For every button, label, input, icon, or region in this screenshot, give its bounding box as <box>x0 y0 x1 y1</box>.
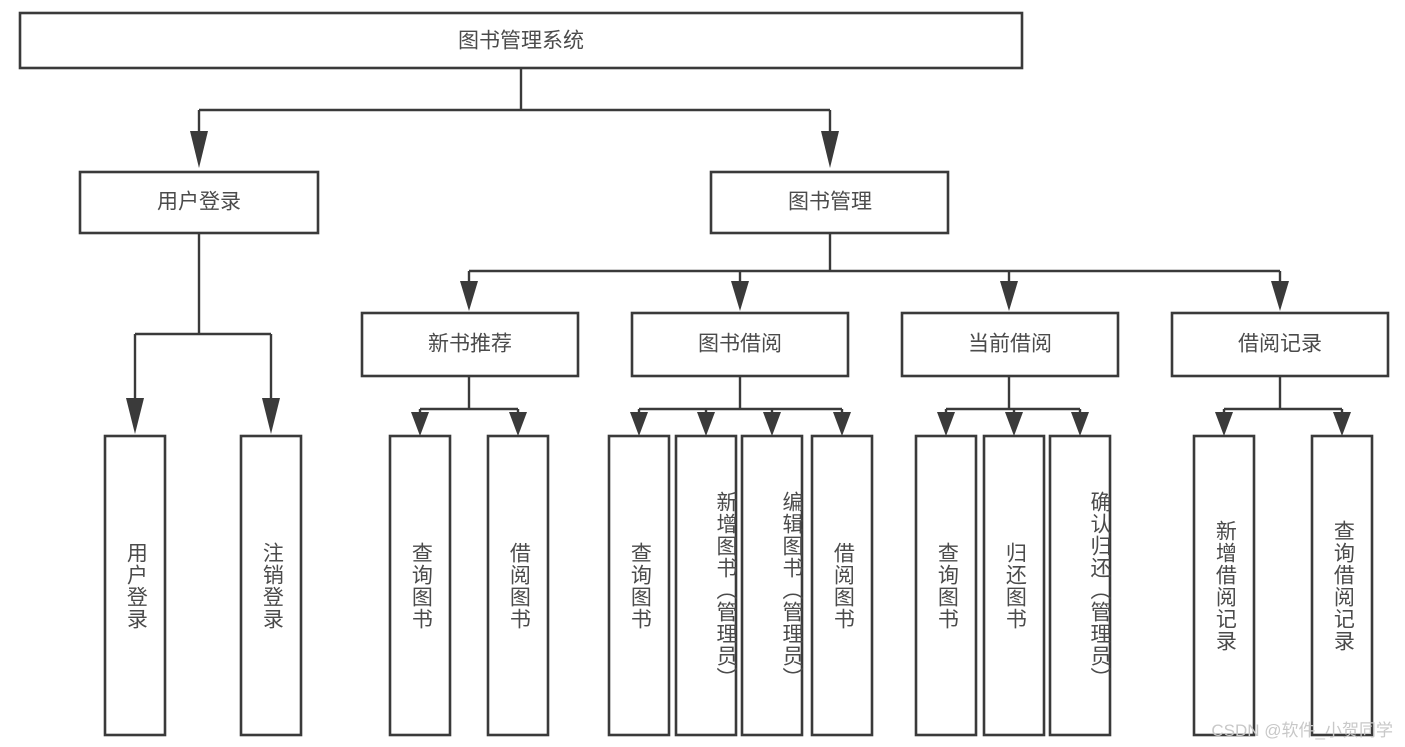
leaf-box-query-book-3[interactable] <box>914 434 978 737</box>
label-user-login: 用户登录 <box>157 191 241 214</box>
leaf-box-query-record[interactable] <box>1310 434 1374 737</box>
connector-group-book-mgmt <box>460 233 1289 311</box>
arrowhead-leaf-borrow-book-1 <box>509 412 527 436</box>
arrowhead-leaf-user-login <box>126 398 144 434</box>
arrowhead-leaf-add-record <box>1215 412 1233 436</box>
node-box-book-management[interactable] <box>709 170 950 235</box>
arrowhead-leaf-borrow-book-2 <box>833 412 851 436</box>
label-root: 图书管理系统 <box>458 30 584 53</box>
connector-group-user-login <box>126 233 280 434</box>
leaf-box-add-book[interactable] <box>674 434 738 737</box>
arrowhead-borrow-record <box>1271 281 1289 311</box>
arrowhead-book-borrow <box>731 281 749 311</box>
label-book-borrow: 图书借阅 <box>698 333 782 356</box>
leaf-box-borrow-book-1[interactable] <box>486 434 550 737</box>
label-borrow-record: 借阅记录 <box>1238 333 1322 356</box>
node-box-new-book-recommend[interactable] <box>360 311 580 378</box>
leaf-box-confirm-return[interactable] <box>1048 434 1112 737</box>
leaf-box-return-book[interactable] <box>982 434 1046 737</box>
leaf-box-query-book-1[interactable] <box>388 434 452 737</box>
leaf-box-borrow-book-2[interactable] <box>810 434 874 737</box>
arrowhead-user-login <box>190 131 208 168</box>
arrowhead-current-borrow <box>1000 281 1018 311</box>
arrowhead-leaf-query-book-1 <box>411 412 429 436</box>
arrowhead-leaf-query-record <box>1333 412 1351 436</box>
arrowhead-leaf-edit-book <box>763 412 781 436</box>
label-new-book-recommend: 新书推荐 <box>428 333 512 356</box>
arrowhead-book-mgmt <box>821 131 839 168</box>
arrowhead-leaf-query-book-3 <box>937 412 955 436</box>
arrowhead-leaf-query-book-2 <box>630 412 648 436</box>
leaf-box-logout[interactable] <box>239 434 303 737</box>
node-box-root[interactable] <box>18 11 1024 70</box>
leaf-box-add-record[interactable] <box>1192 434 1256 737</box>
node-box-current-borrow[interactable] <box>900 311 1120 378</box>
connector-group-new-book <box>411 376 527 436</box>
node-box-borrow-record[interactable] <box>1170 311 1390 378</box>
connector-group-root <box>190 68 839 168</box>
label-book-management: 图书管理 <box>788 191 872 214</box>
arrowhead-leaf-confirm-return <box>1071 412 1089 436</box>
node-box-book-borrow[interactable] <box>630 311 850 378</box>
arrowhead-leaf-return-book <box>1005 412 1023 436</box>
label-current-borrow: 当前借阅 <box>968 333 1052 356</box>
leaf-box-edit-book[interactable] <box>740 434 804 737</box>
connector-group-current-borrow <box>937 376 1089 436</box>
connector-group-book-borrow <box>630 376 851 436</box>
arrowhead-leaf-logout <box>262 398 280 434</box>
connector-group-borrow-record <box>1215 376 1351 436</box>
node-box-user-login[interactable] <box>78 170 320 235</box>
leaf-box-query-book-2[interactable] <box>607 434 671 737</box>
arrowhead-leaf-add-book <box>697 412 715 436</box>
leaf-box-user-login[interactable] <box>103 434 167 737</box>
arrowhead-new-book <box>460 281 478 311</box>
